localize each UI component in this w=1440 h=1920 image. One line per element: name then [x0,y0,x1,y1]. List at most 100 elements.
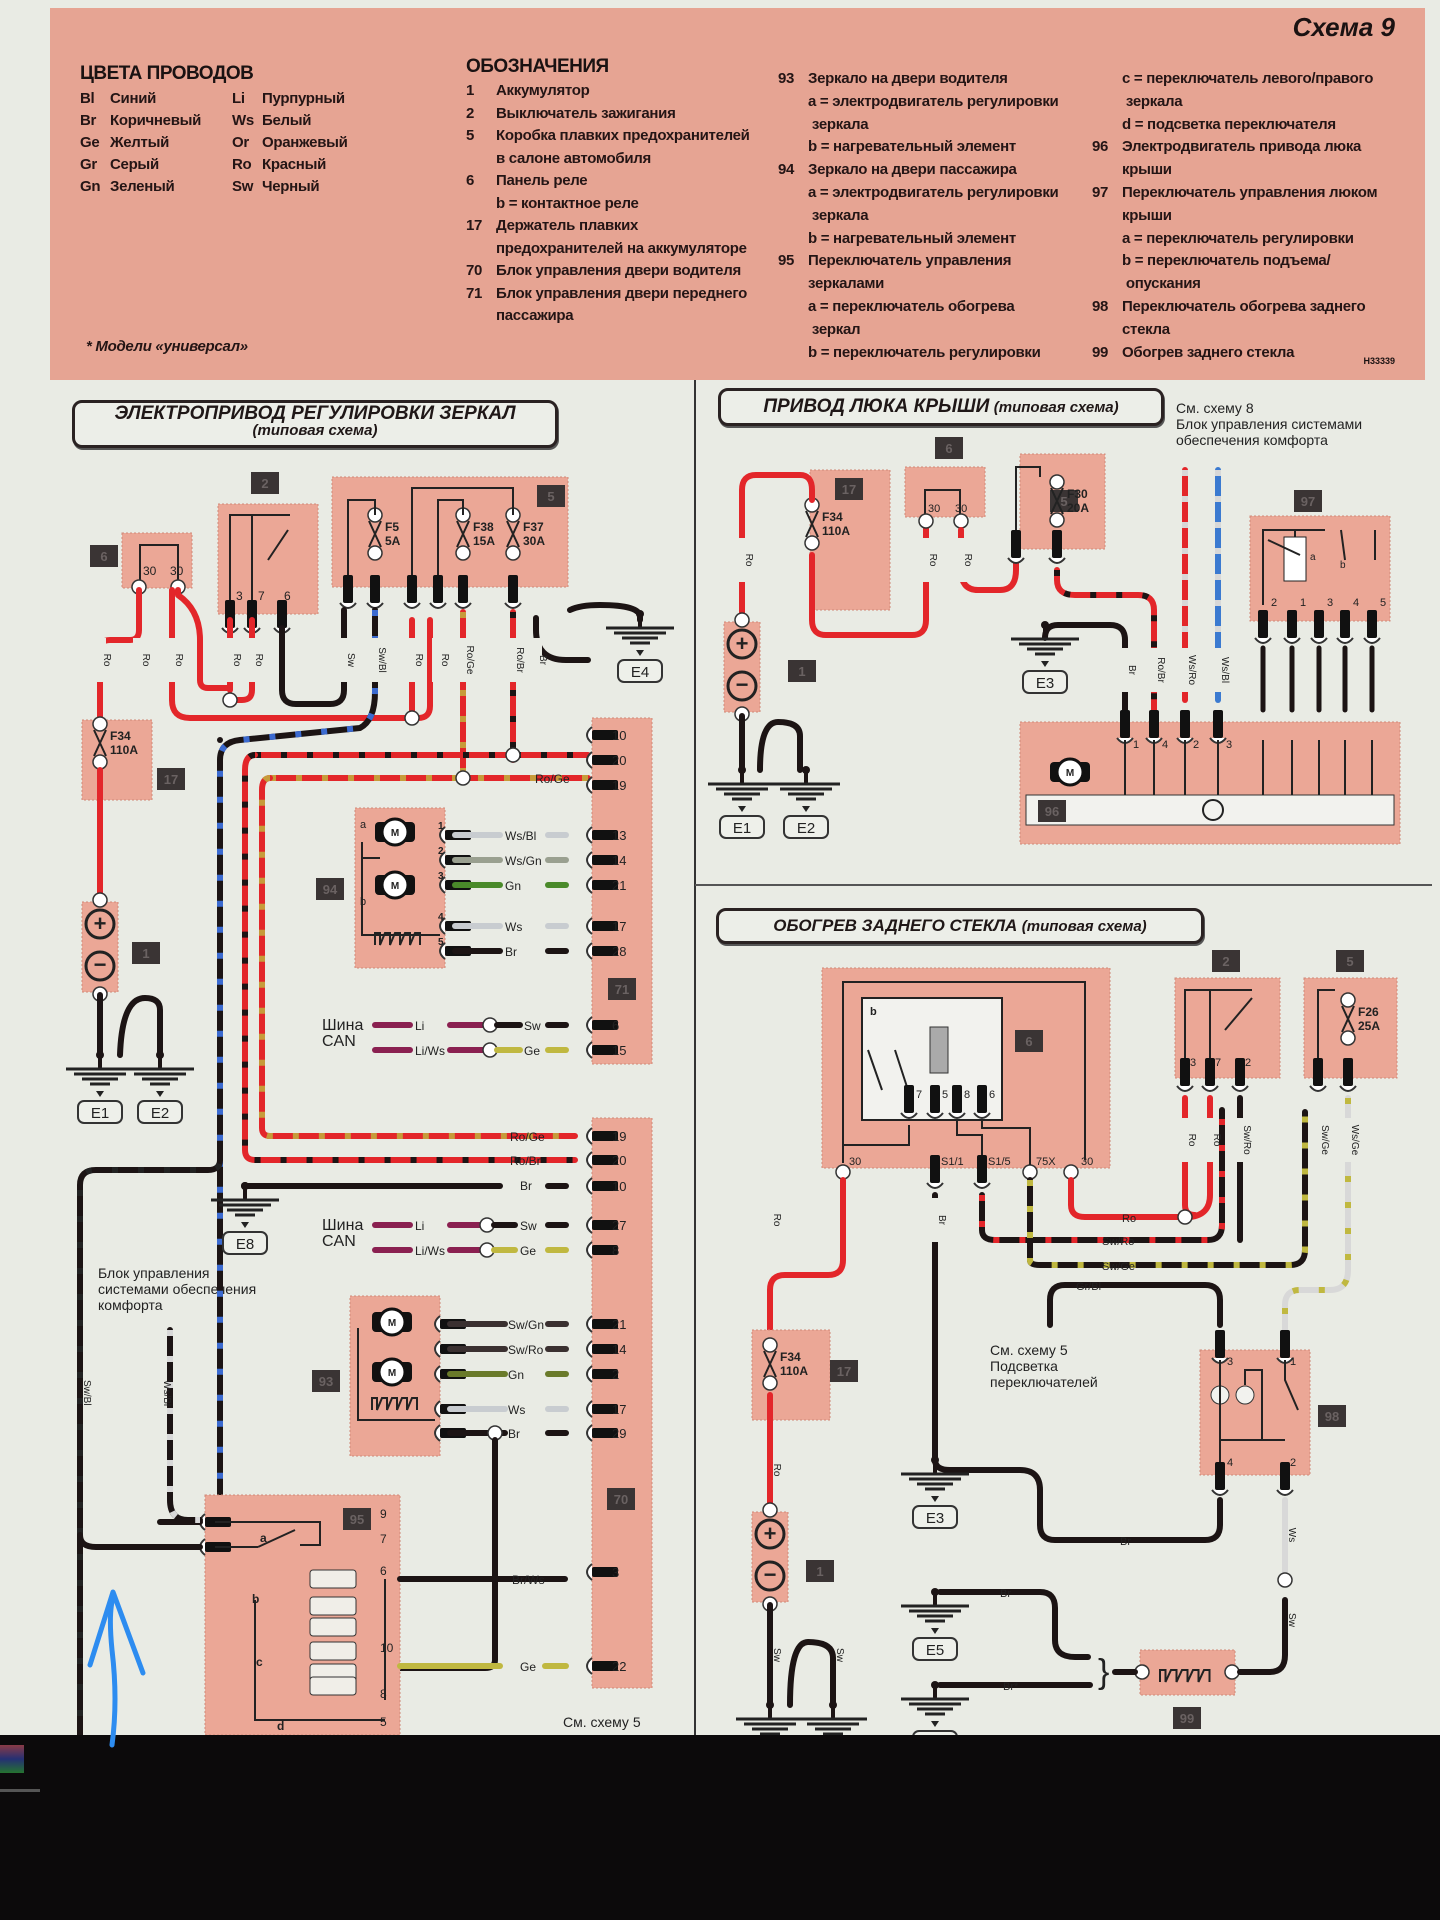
wire-label: Ws/Bl [161,1380,172,1406]
connector-pin [592,1181,618,1191]
wire-label-bg [246,638,258,682]
sub-label: b [252,1592,259,1606]
connector-cup [429,602,447,609]
component-badge-label: 1 [816,1564,823,1579]
battery-plus: + [94,911,107,936]
wire-colors-title: ЦВЕТА ПРОВОДОВ [80,63,254,84]
designation-item: b = переключатель регулировки [778,344,1041,361]
connector-cup [586,917,593,935]
note-line: обеспечения комфорта [1176,432,1328,448]
connector-cup [1336,637,1354,644]
ground-label-box [137,1100,183,1124]
designation-text: Зеркало на двери пассажира [808,161,1017,179]
ground-label-box [783,815,829,839]
wire-label-bg [507,638,519,682]
note-line: CAN [322,1233,356,1250]
connector-cup [586,851,593,869]
connector-pin [1180,710,1190,738]
mirror-internal [357,1328,435,1421]
wire-label-bg [94,638,106,682]
connector-cup [586,1241,593,1259]
designation-item: зеркалами [778,275,884,292]
component-badge [806,1560,834,1582]
wire-label: Ws/Ge [1349,1125,1360,1156]
wire-label-bg [338,638,350,682]
ground-tip [931,1628,939,1634]
component-badge-label: 5 [547,489,554,504]
motor-icon [377,1357,407,1387]
heater-element-icon [1159,1669,1211,1683]
pin-number-71: 28 [612,944,626,959]
connector-pin [592,1567,618,1577]
connector-cup [504,602,522,609]
wire-label: Sw/Ro [1241,1125,1252,1155]
connector-cup [1339,1085,1357,1092]
pin-number-71: 19 [612,778,626,793]
note-sunroof-ref: См. схему 8 Блок управления системами об… [1176,400,1362,448]
component-badge-label: 1 [798,664,805,679]
pin-label: 3 [1226,739,1232,751]
wire-label: Li [415,1219,424,1233]
note-line: Шина [322,1217,364,1234]
pin-label: 5 [438,937,444,948]
taskbar-app-icon[interactable] [0,1745,24,1773]
note-comfort-unit: Блок управления системами обеспечения ко… [98,1265,256,1313]
wire-label: Ro/Br [1155,657,1166,683]
component-badge-label: 70 [614,1492,628,1507]
designation-item: зеркал [778,321,861,338]
designation-item: пассажира [466,307,574,324]
connector-pin [930,1085,940,1113]
wire-label: Ro [743,554,754,567]
pin-label: 8 [964,1089,970,1101]
note-line: Подсветка [990,1358,1058,1374]
wire-label: Br [936,1215,947,1226]
designation-text: b = контактное реле [496,194,639,212]
wire-label-bg [1234,1118,1246,1162]
connector-cup [973,1112,991,1119]
connector-pin [592,921,618,931]
sub-label: a [360,819,367,831]
pin-label: 75X [1036,1156,1056,1168]
connector-cup [439,942,446,960]
fuse-rating: 15A [473,534,495,548]
sub-label: b [870,1006,877,1018]
wire-label-bg [457,638,469,682]
designation-text: Выключатель зажигания [496,104,676,122]
component-badge-label: 6 [1025,1034,1032,1049]
connector-pin [592,1131,618,1141]
junction-node [1049,474,1065,490]
note-illumination-ref: См. схему 5 Подсветка переключателей [990,1342,1098,1390]
connector-cup [434,1424,441,1442]
designation-number: 97 [1092,184,1109,201]
fuse-id: F37 [523,520,544,534]
wire-label: Sw/Ge [1319,1125,1330,1155]
connector-pin [1314,610,1324,638]
wire-color-name: Синий [110,90,157,107]
wire-label-bg [764,1198,776,1242]
fuse-id: F5 [385,520,399,534]
wire-br [392,1437,498,1671]
connector-cup [586,1216,593,1234]
connector-pin [1280,1330,1290,1358]
connector-cup [586,1315,593,1333]
fuse-link [763,1350,777,1378]
pin-label: 2 [1271,597,1277,609]
component-badge [788,660,816,682]
fuse-id: F34 [780,1350,801,1364]
wire-color-name: Пурпурный [262,90,345,107]
component-badge [935,437,963,459]
junction-node [455,545,471,561]
connector-pin [592,1045,618,1055]
designations-title: ОБОЗНАЧЕНИЯ [466,56,609,77]
sub-label: c [256,1655,263,1669]
wire-label: Ge [520,1660,536,1674]
door-control-unit-71 [591,717,653,1065]
fuse-rating: 110A [780,1364,808,1378]
junction-node [1340,992,1356,1008]
wire-label: Ws/Ro [1186,655,1197,685]
wire-color-name: Зеленый [110,178,175,195]
ground-label: E1 [91,1105,109,1122]
ground-label-box [77,1100,123,1124]
